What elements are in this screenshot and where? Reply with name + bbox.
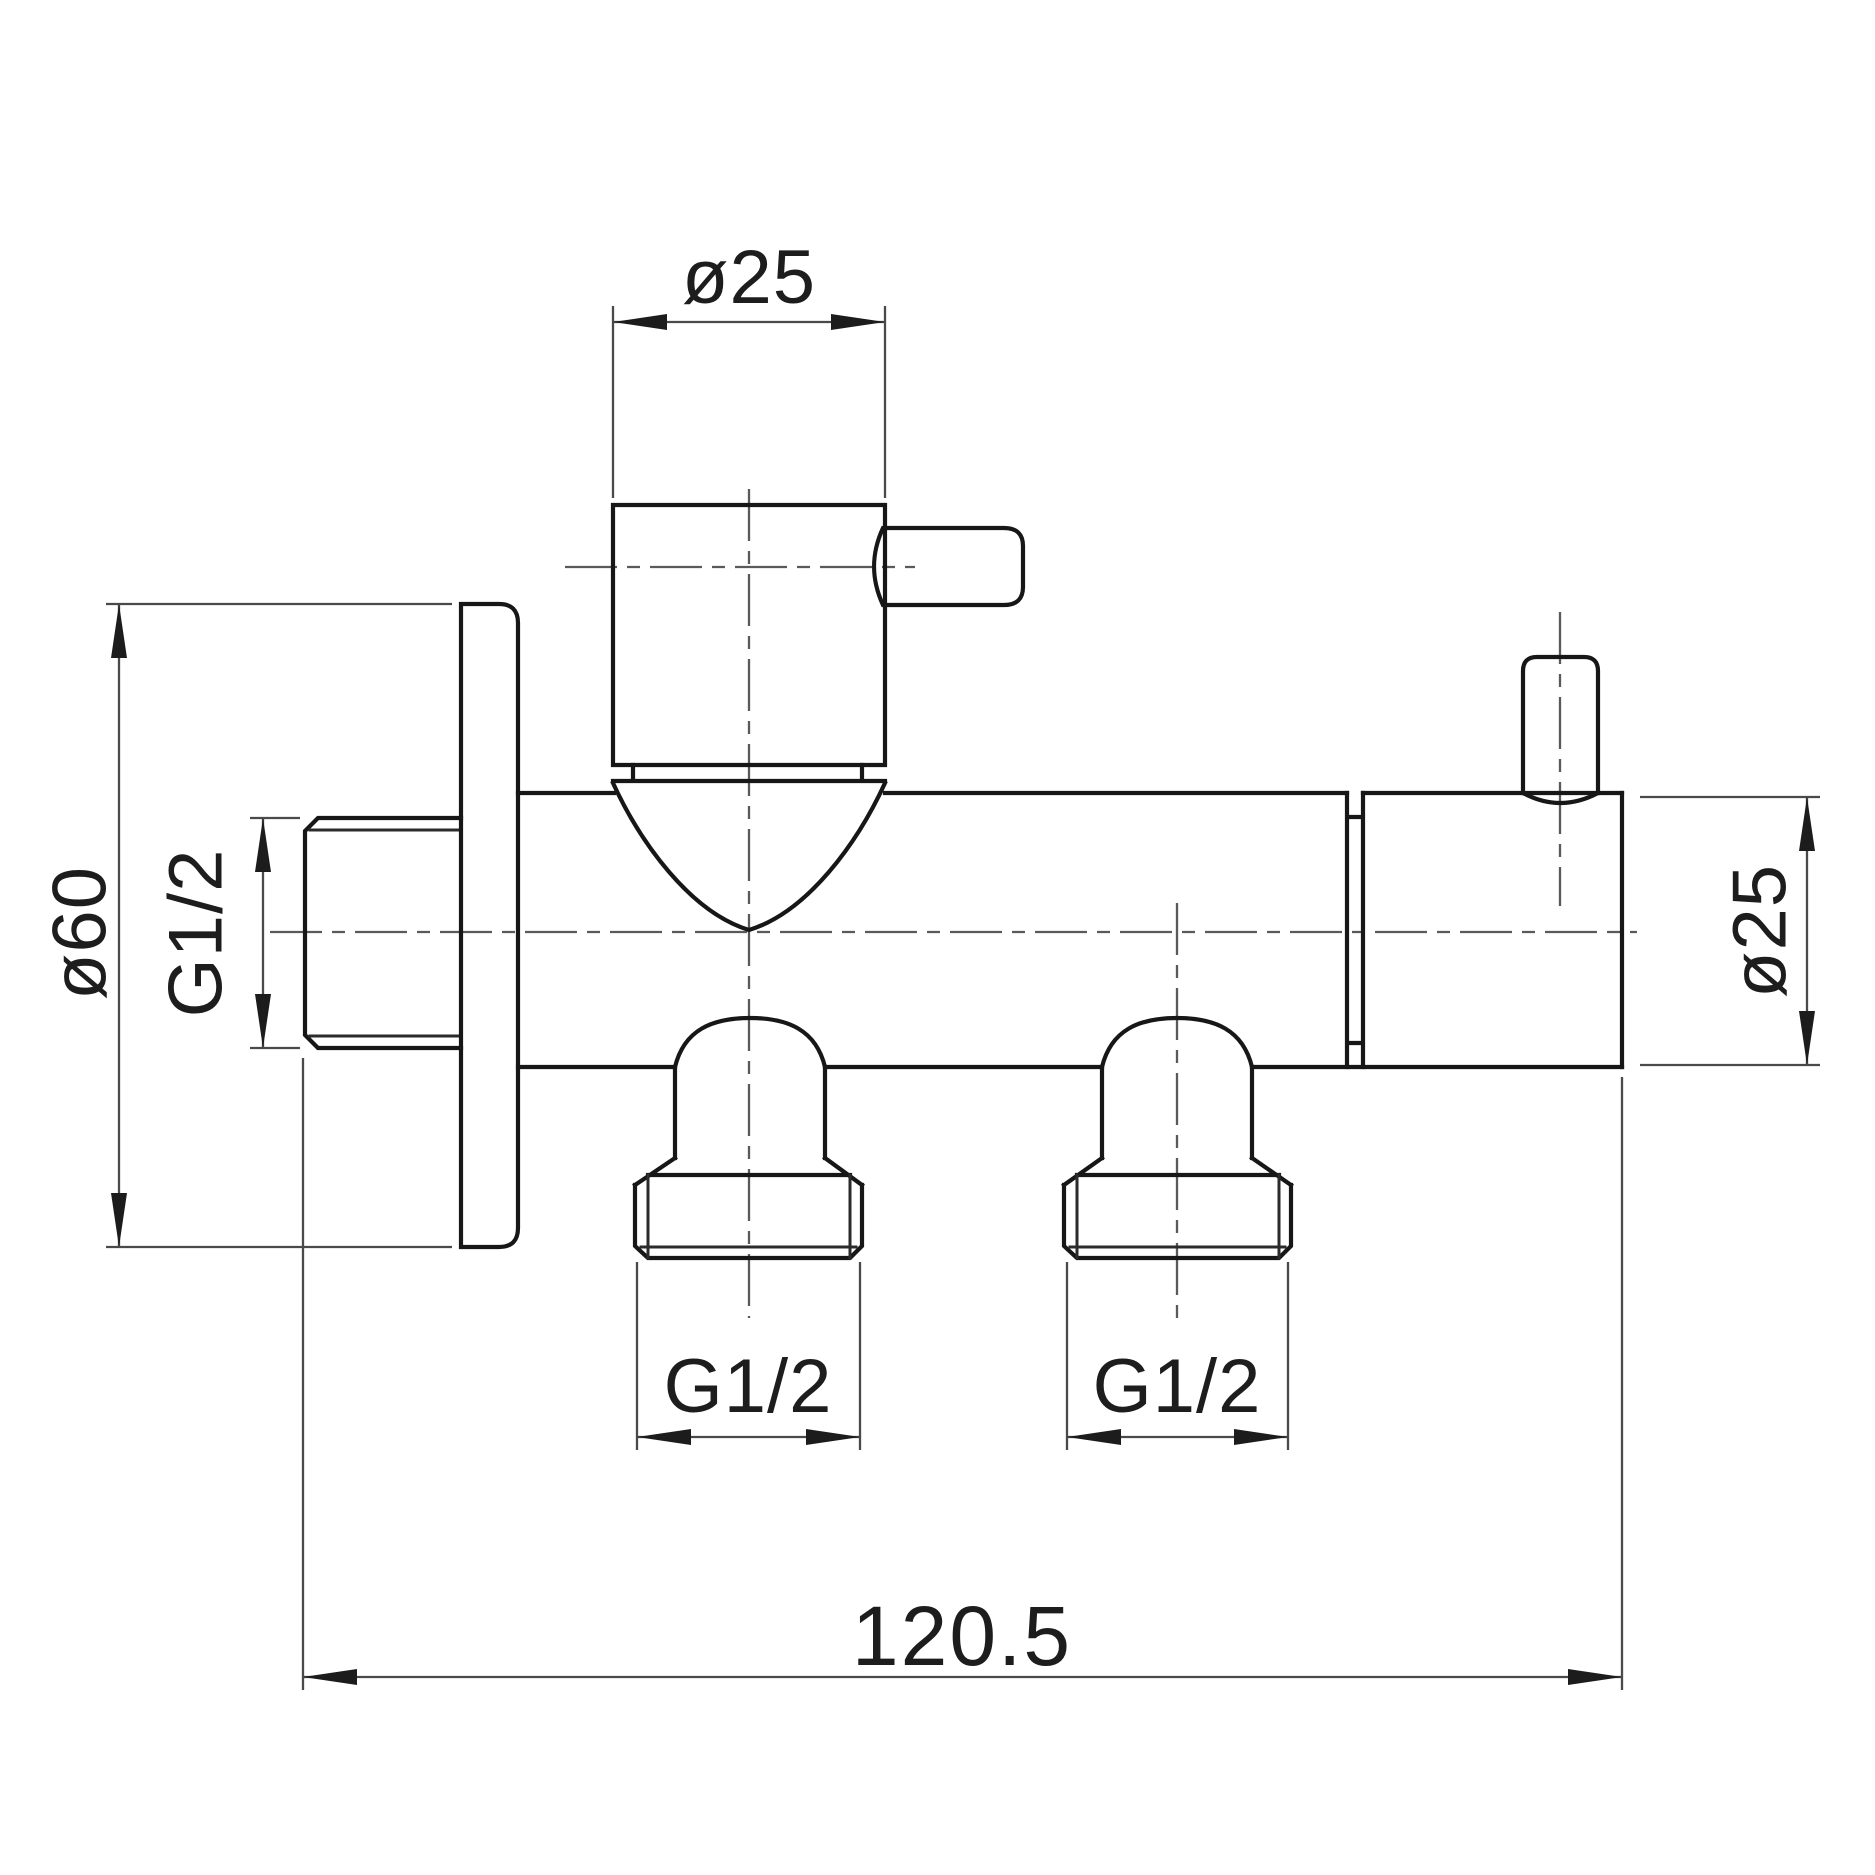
dim-label-outlet-right-thread: G1/2	[1093, 1344, 1262, 1429]
dim-length-arrow-right	[1568, 1669, 1622, 1685]
dim-outlet-left-arrow-left	[637, 1429, 691, 1445]
dimension-inlet-thread: G1/2	[154, 816, 300, 1050]
outlet-right-thread-inner	[1068, 1173, 1287, 1260]
dimension-flange-diameter: ø60	[38, 602, 452, 1249]
dim-top-extension-lines	[611, 306, 887, 498]
cylinder-rect	[610, 502, 888, 768]
dim-top-arrow-left	[613, 314, 667, 330]
dim-inlet-arrow-top	[255, 818, 271, 872]
cylinder-base-ring	[610, 762, 888, 784]
dimension-overall-length: 120.5	[301, 1058, 1624, 1690]
dim-outlet-left-extensions	[635, 1262, 862, 1450]
dimension-top-diameter: ø25	[611, 235, 887, 498]
outlet-left-dome	[672, 1015, 828, 1070]
dim-flange-arrow-bottom	[111, 1193, 127, 1247]
valve-outline	[302, 502, 1625, 1261]
dim-label-overall-length: 120.5	[852, 1589, 1072, 1683]
outlet-right-thread	[1061, 1182, 1294, 1261]
dimension-outlet-left-thread: G1/2	[635, 1262, 862, 1450]
dim-right-arrow-top	[1799, 797, 1815, 851]
dim-label-right-diameter: ø25	[1718, 864, 1803, 998]
wall-flange	[458, 601, 521, 1250]
funnel-cone	[610, 780, 888, 933]
valve-body	[515, 790, 1625, 1070]
outlet-left-thread	[632, 1182, 865, 1261]
dim-label-inlet-thread: G1/2	[154, 849, 239, 1018]
dim-outlet-right-extensions	[1065, 1262, 1290, 1450]
dim-top-arrow-right	[831, 314, 885, 330]
inlet-thread-crest-lines	[308, 828, 463, 1038]
dim-inlet-arrow-bottom	[255, 994, 271, 1048]
dim-flange-arrow-top	[111, 604, 127, 658]
inlet-thread-outline	[302, 815, 464, 1051]
dim-label-top-diameter: ø25	[682, 235, 816, 320]
top-right-stub	[1520, 654, 1601, 806]
dim-flange-extension-lines	[106, 602, 452, 1249]
dimension-outlet-right-thread: G1/2	[1065, 1262, 1290, 1450]
stub-outline	[1520, 654, 1601, 796]
dimension-right-diameter: ø25	[1640, 795, 1820, 1067]
dim-right-arrow-bottom	[1799, 1011, 1815, 1065]
bottom-outlet-right	[1061, 1015, 1294, 1261]
bottom-outlet-left	[632, 1015, 865, 1261]
dim-outlet-left-arrow-right	[806, 1429, 860, 1445]
outlet-left-neck	[672, 1064, 828, 1161]
outlet-left-thread-inner	[639, 1173, 858, 1260]
dim-right-extension-lines	[1640, 795, 1820, 1067]
dim-length-extensions	[301, 1058, 1624, 1690]
outlet-right-shoulder	[1061, 1155, 1294, 1188]
dim-outlet-right-arrow-right	[1234, 1429, 1288, 1445]
inlet-thread-block	[302, 815, 464, 1051]
dim-length-arrow-left	[303, 1669, 357, 1685]
cartridge-cylinder	[610, 502, 888, 933]
stub-base-arc	[1520, 790, 1601, 806]
outlet-left-shoulder	[632, 1155, 865, 1188]
body-joint-ring	[1344, 790, 1366, 1070]
centerlines	[270, 489, 1637, 1318]
dim-outlet-right-arrow-left	[1067, 1429, 1121, 1445]
outlet-right-dome	[1099, 1015, 1255, 1070]
outlet-right-neck	[1099, 1064, 1255, 1161]
dim-label-outlet-left-thread: G1/2	[664, 1344, 833, 1429]
dim-inlet-extension-ticks	[250, 816, 300, 1050]
handle-lever	[871, 525, 1026, 608]
dim-label-flange-diameter: ø60	[38, 866, 123, 1000]
